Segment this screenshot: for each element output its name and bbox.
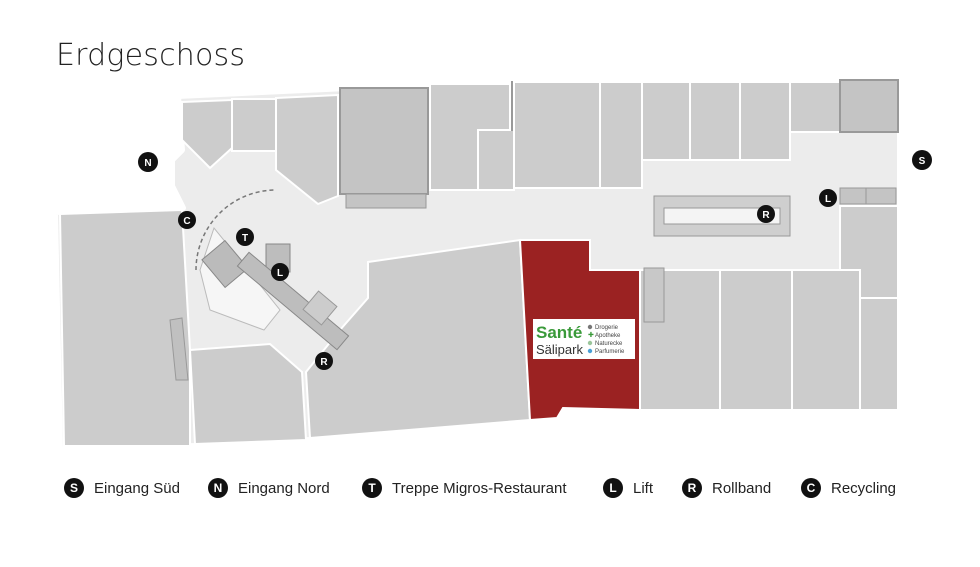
marker-N-label: N [144, 158, 151, 169]
legend-label: Rollband [712, 479, 772, 497]
cross-icon: ✚ [588, 331, 594, 339]
entrance-north-icon: N [208, 478, 228, 498]
marker-L2-map [819, 189, 837, 207]
marker-R-label: R [320, 357, 328, 368]
small-unit [302, 290, 338, 326]
shop-unit [789, 81, 841, 133]
legend-label: Eingang Süd [94, 479, 180, 497]
store-subname: Sälipark [536, 342, 583, 357]
marker-L-map [271, 263, 289, 281]
marker-R2-label: R [762, 210, 770, 221]
legend-item: R Rollband [682, 478, 771, 498]
shop-unit [339, 87, 429, 195]
marker-C-map [178, 211, 196, 229]
legend-label: Eingang Nord [238, 479, 330, 497]
shop-units [58, 79, 899, 447]
entrance-south-icon: S [64, 478, 84, 498]
legend: S Eingang Süd N Eingang Nord T Treppe Mi… [0, 478, 980, 506]
service-drogerie: Drogerie [595, 325, 619, 331]
store-name: Santé [536, 323, 582, 342]
marker-C-label: C [183, 216, 190, 227]
legend-label: Lift [633, 479, 654, 497]
shop-unit [839, 79, 899, 133]
shop-unit [169, 317, 189, 381]
rollband-lower [236, 251, 350, 351]
marker-S-label: S [919, 156, 926, 167]
marker-L-label: L [277, 268, 283, 279]
shop-unit [641, 81, 691, 161]
marker-T-map [236, 228, 254, 246]
shop-unit [345, 193, 427, 209]
legend-item: L Lift [603, 478, 653, 498]
marker-R2-map [757, 205, 775, 223]
shop-unit [839, 187, 867, 205]
shop-unit [477, 129, 515, 191]
service-apotheke: Apotheke [595, 333, 621, 339]
legend-item: S Eingang Süd [64, 478, 180, 498]
marker-L2-label: L [825, 194, 831, 205]
staircase [201, 239, 249, 289]
shop-unit [188, 342, 308, 446]
marker-T-label: T [242, 233, 248, 244]
service-icon [587, 324, 593, 330]
legend-label: Treppe Migros-Restaurant [392, 479, 567, 497]
leaf-icon [587, 340, 593, 346]
shop-unit [865, 187, 897, 205]
shop-unit [58, 208, 191, 447]
shop-unit [689, 81, 741, 161]
legend-label: Recycling [831, 479, 897, 497]
shop-unit [859, 297, 899, 411]
shop-unit [275, 93, 339, 206]
shop-unit [513, 81, 601, 189]
floor-title: Erdgeschoss [56, 38, 246, 73]
service-parfumerie: Parfumerie [595, 349, 625, 355]
floor-map: N S C T L R L R Santé Sälipark Drogerie … [55, 78, 932, 450]
atrium-circle [195, 189, 277, 271]
marker-S-map [912, 150, 932, 170]
marker-R-map [315, 352, 333, 370]
legend-item: T Treppe Migros-Restaurant [362, 478, 567, 498]
shop-unit [181, 98, 233, 170]
shop-unit [643, 267, 665, 323]
lift-icon: L [603, 478, 623, 498]
legend-item: N Eingang Nord [208, 478, 330, 498]
shop-unit [739, 81, 791, 161]
sante-logo[interactable]: Santé Sälipark Drogerie ✚ Apotheke Natur… [533, 319, 635, 359]
shop-unit [791, 269, 861, 411]
marker-N-map [138, 152, 158, 172]
drop-icon [587, 348, 593, 354]
shop-unit [719, 269, 793, 411]
stairs-icon: T [362, 478, 382, 498]
shop-unit [231, 98, 277, 152]
shop-unit [599, 81, 643, 189]
recycling-icon: C [801, 478, 821, 498]
rollband-icon: R [682, 478, 702, 498]
legend-item: C Recycling [801, 478, 896, 498]
service-naturecke: Naturecke [595, 341, 623, 347]
